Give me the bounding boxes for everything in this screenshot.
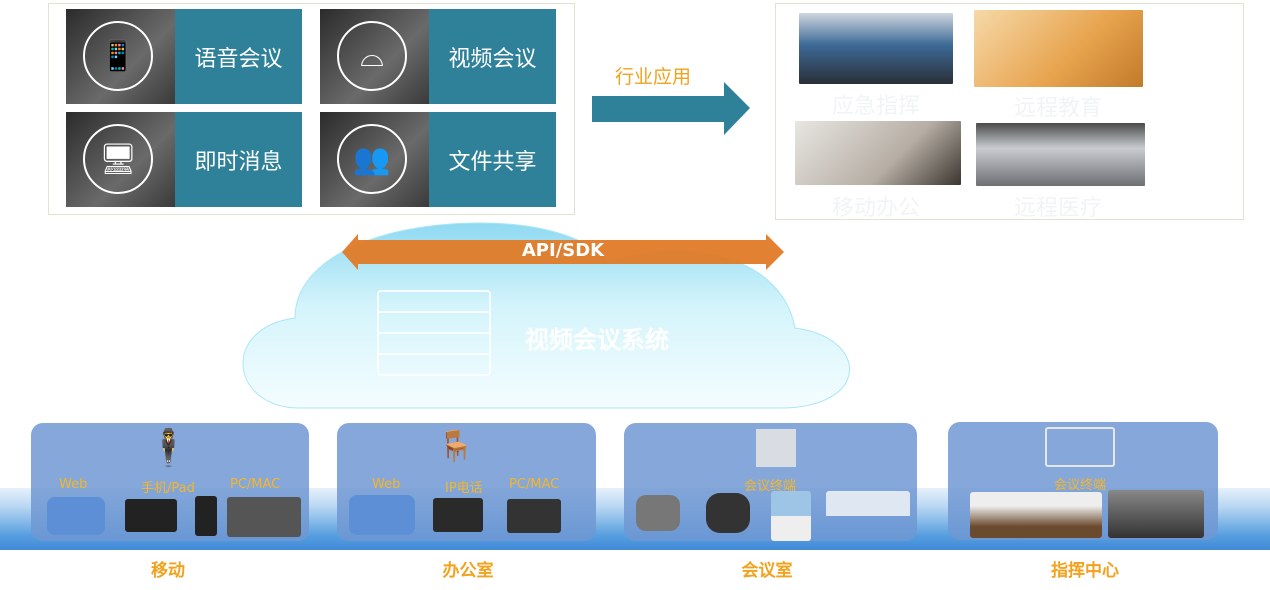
phone-device <box>195 496 217 536</box>
terminal-device <box>826 491 910 541</box>
cloud-label: 视频会议系统 <box>525 326 669 354</box>
businessman-icon: 🕴 <box>146 428 191 469</box>
web-browser-icon <box>47 497 105 535</box>
api-sdk-label: API/SDK <box>521 240 605 261</box>
photo-telemedicine <box>976 123 1145 186</box>
ptz-camera-device <box>706 493 750 533</box>
ip-phone-device <box>433 498 483 532</box>
people-group-icon: 👥 <box>337 124 407 194</box>
laptop-device <box>227 497 301 537</box>
caption: 远程医疗 <box>1013 196 1102 221</box>
command-room-photo <box>1108 490 1204 538</box>
caption: 远程教育 <box>1013 96 1102 121</box>
building-icon <box>756 429 796 467</box>
computer-icon: 🖥 <box>83 124 153 194</box>
api-sdk-arrow <box>342 234 784 270</box>
server-icon <box>377 290 491 376</box>
web-browser-icon <box>349 495 415 535</box>
scenario-title: 会议室 <box>741 561 793 581</box>
scenario-title: 移动 <box>151 561 185 581</box>
scenario-mobile-panel: 🕴 Web 手机/Pad PC/MAC <box>31 423 309 541</box>
caption: 应急指挥 <box>831 94 920 119</box>
feature-voice: 📱 语音会议 <box>66 9 302 104</box>
photo-command-center <box>799 13 953 84</box>
camera-device <box>636 495 680 531</box>
office-desk-icon: 🪑 <box>437 429 475 464</box>
scenario-meeting-room-panel: 会议终端 <box>624 423 917 541</box>
pc-monitor-device <box>507 499 561 533</box>
industry-label: 行业应用 <box>615 66 692 88</box>
caption: 移动办公 <box>831 196 920 221</box>
conference-camera-icon: ⌓ <box>337 21 407 91</box>
feature-im: 🖥 即时消息 <box>66 112 302 207</box>
features-box: 📱 语音会议 ⌓ 视频会议 🖥 即时消息 👥 文件共享 <box>48 3 575 215</box>
scenario-command-center-panel: 会议终端 <box>948 422 1218 540</box>
scenario-title: 办公室 <box>442 561 494 581</box>
telepresence-device <box>970 492 1102 538</box>
tablet-device <box>125 499 177 532</box>
scenario-title: 指挥中心 <box>1051 561 1119 581</box>
scenario-office-panel: 🪑 Web IP电话 PC/MAC <box>337 423 596 541</box>
photo-education <box>974 10 1143 87</box>
feature-file: 👥 文件共享 <box>320 112 556 207</box>
terminal-device <box>771 491 811 541</box>
video-wall-icon <box>1045 427 1115 467</box>
phone-icon: 📱 <box>83 21 153 91</box>
applications-box: 应急指挥 远程教育 移动办公 远程医疗 <box>775 3 1244 221</box>
photo-mobile-office <box>795 121 961 185</box>
industry-arrow <box>592 82 750 135</box>
feature-video: ⌓ 视频会议 <box>320 9 556 104</box>
